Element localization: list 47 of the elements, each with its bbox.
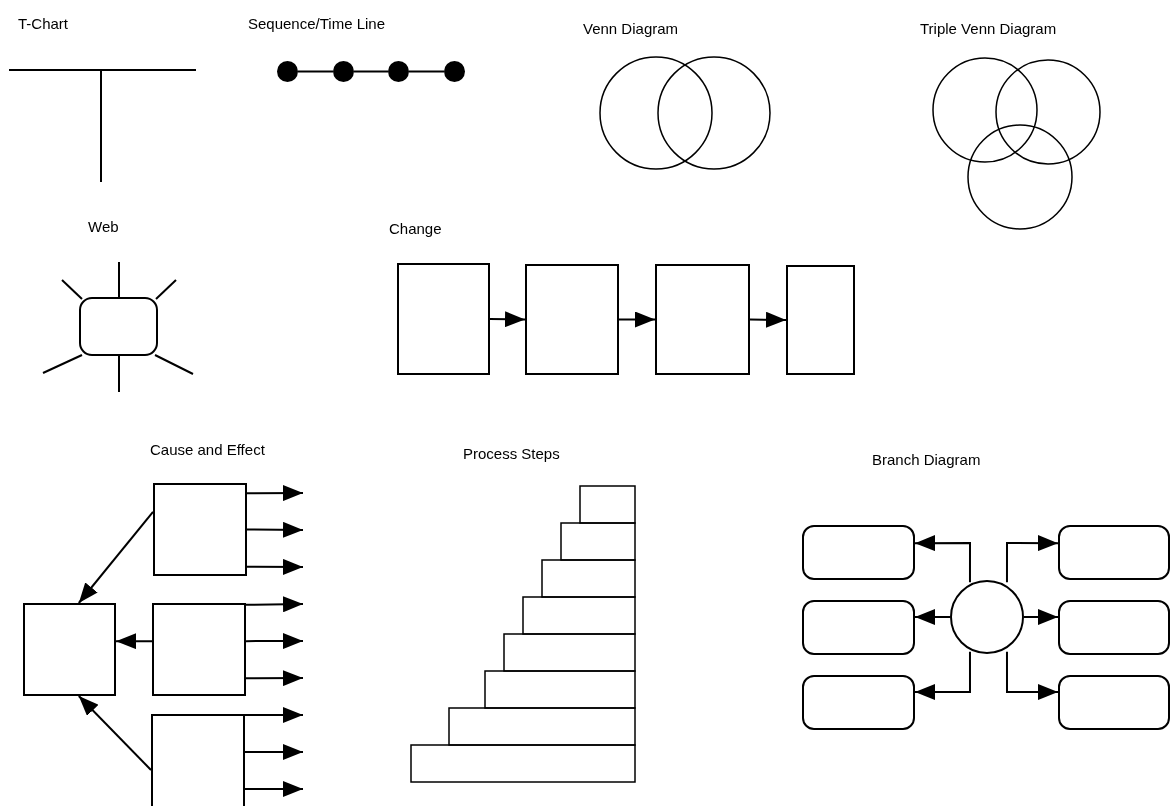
arrow [246, 485, 304, 502]
arrow [914, 650, 971, 701]
empty-box [525, 264, 619, 375]
rounded-box [802, 600, 915, 655]
arrow [749, 311, 787, 328]
section-label: Venn Diagram [583, 20, 679, 39]
arrow [244, 781, 304, 797]
empty-box [397, 263, 490, 375]
arrow [244, 744, 304, 760]
arrow [115, 633, 153, 650]
arrow [618, 311, 656, 328]
arrow [914, 609, 951, 625]
arrow [77, 695, 152, 771]
rounded-box [1058, 600, 1170, 655]
section-label: Branch Diagram [872, 451, 981, 470]
section-label: Process Steps [463, 445, 560, 464]
rounded-box [1058, 675, 1170, 730]
arrow [244, 707, 304, 723]
empty-box [152, 603, 246, 696]
empty-box [151, 714, 245, 806]
empty-box [655, 264, 750, 375]
section-label: T-Chart [18, 15, 68, 34]
connector-line [353, 70, 389, 73]
arrow [245, 633, 304, 650]
arrow [246, 521, 304, 538]
section-label: Web [88, 218, 119, 237]
rounded-box [802, 675, 915, 730]
arrow [1006, 650, 1059, 701]
section-label: Triple Venn Diagram [920, 20, 1057, 39]
rounded-box [1058, 525, 1170, 580]
arrow [1023, 609, 1059, 625]
empty-box [786, 265, 855, 375]
arrow [914, 535, 971, 584]
arrow [489, 311, 526, 328]
arrow [246, 558, 304, 575]
arrow [77, 510, 154, 604]
empty-box [153, 483, 247, 576]
section-label: Cause and Effect [150, 441, 265, 460]
arrow [245, 596, 304, 613]
empty-box [23, 603, 116, 696]
section-label: Sequence/Time Line [248, 15, 386, 34]
arrow [245, 670, 304, 687]
section-label: Change [389, 220, 442, 239]
arrow [1006, 535, 1059, 584]
rounded-box [802, 525, 915, 580]
connector-line [297, 70, 334, 73]
connector-line [408, 70, 445, 73]
